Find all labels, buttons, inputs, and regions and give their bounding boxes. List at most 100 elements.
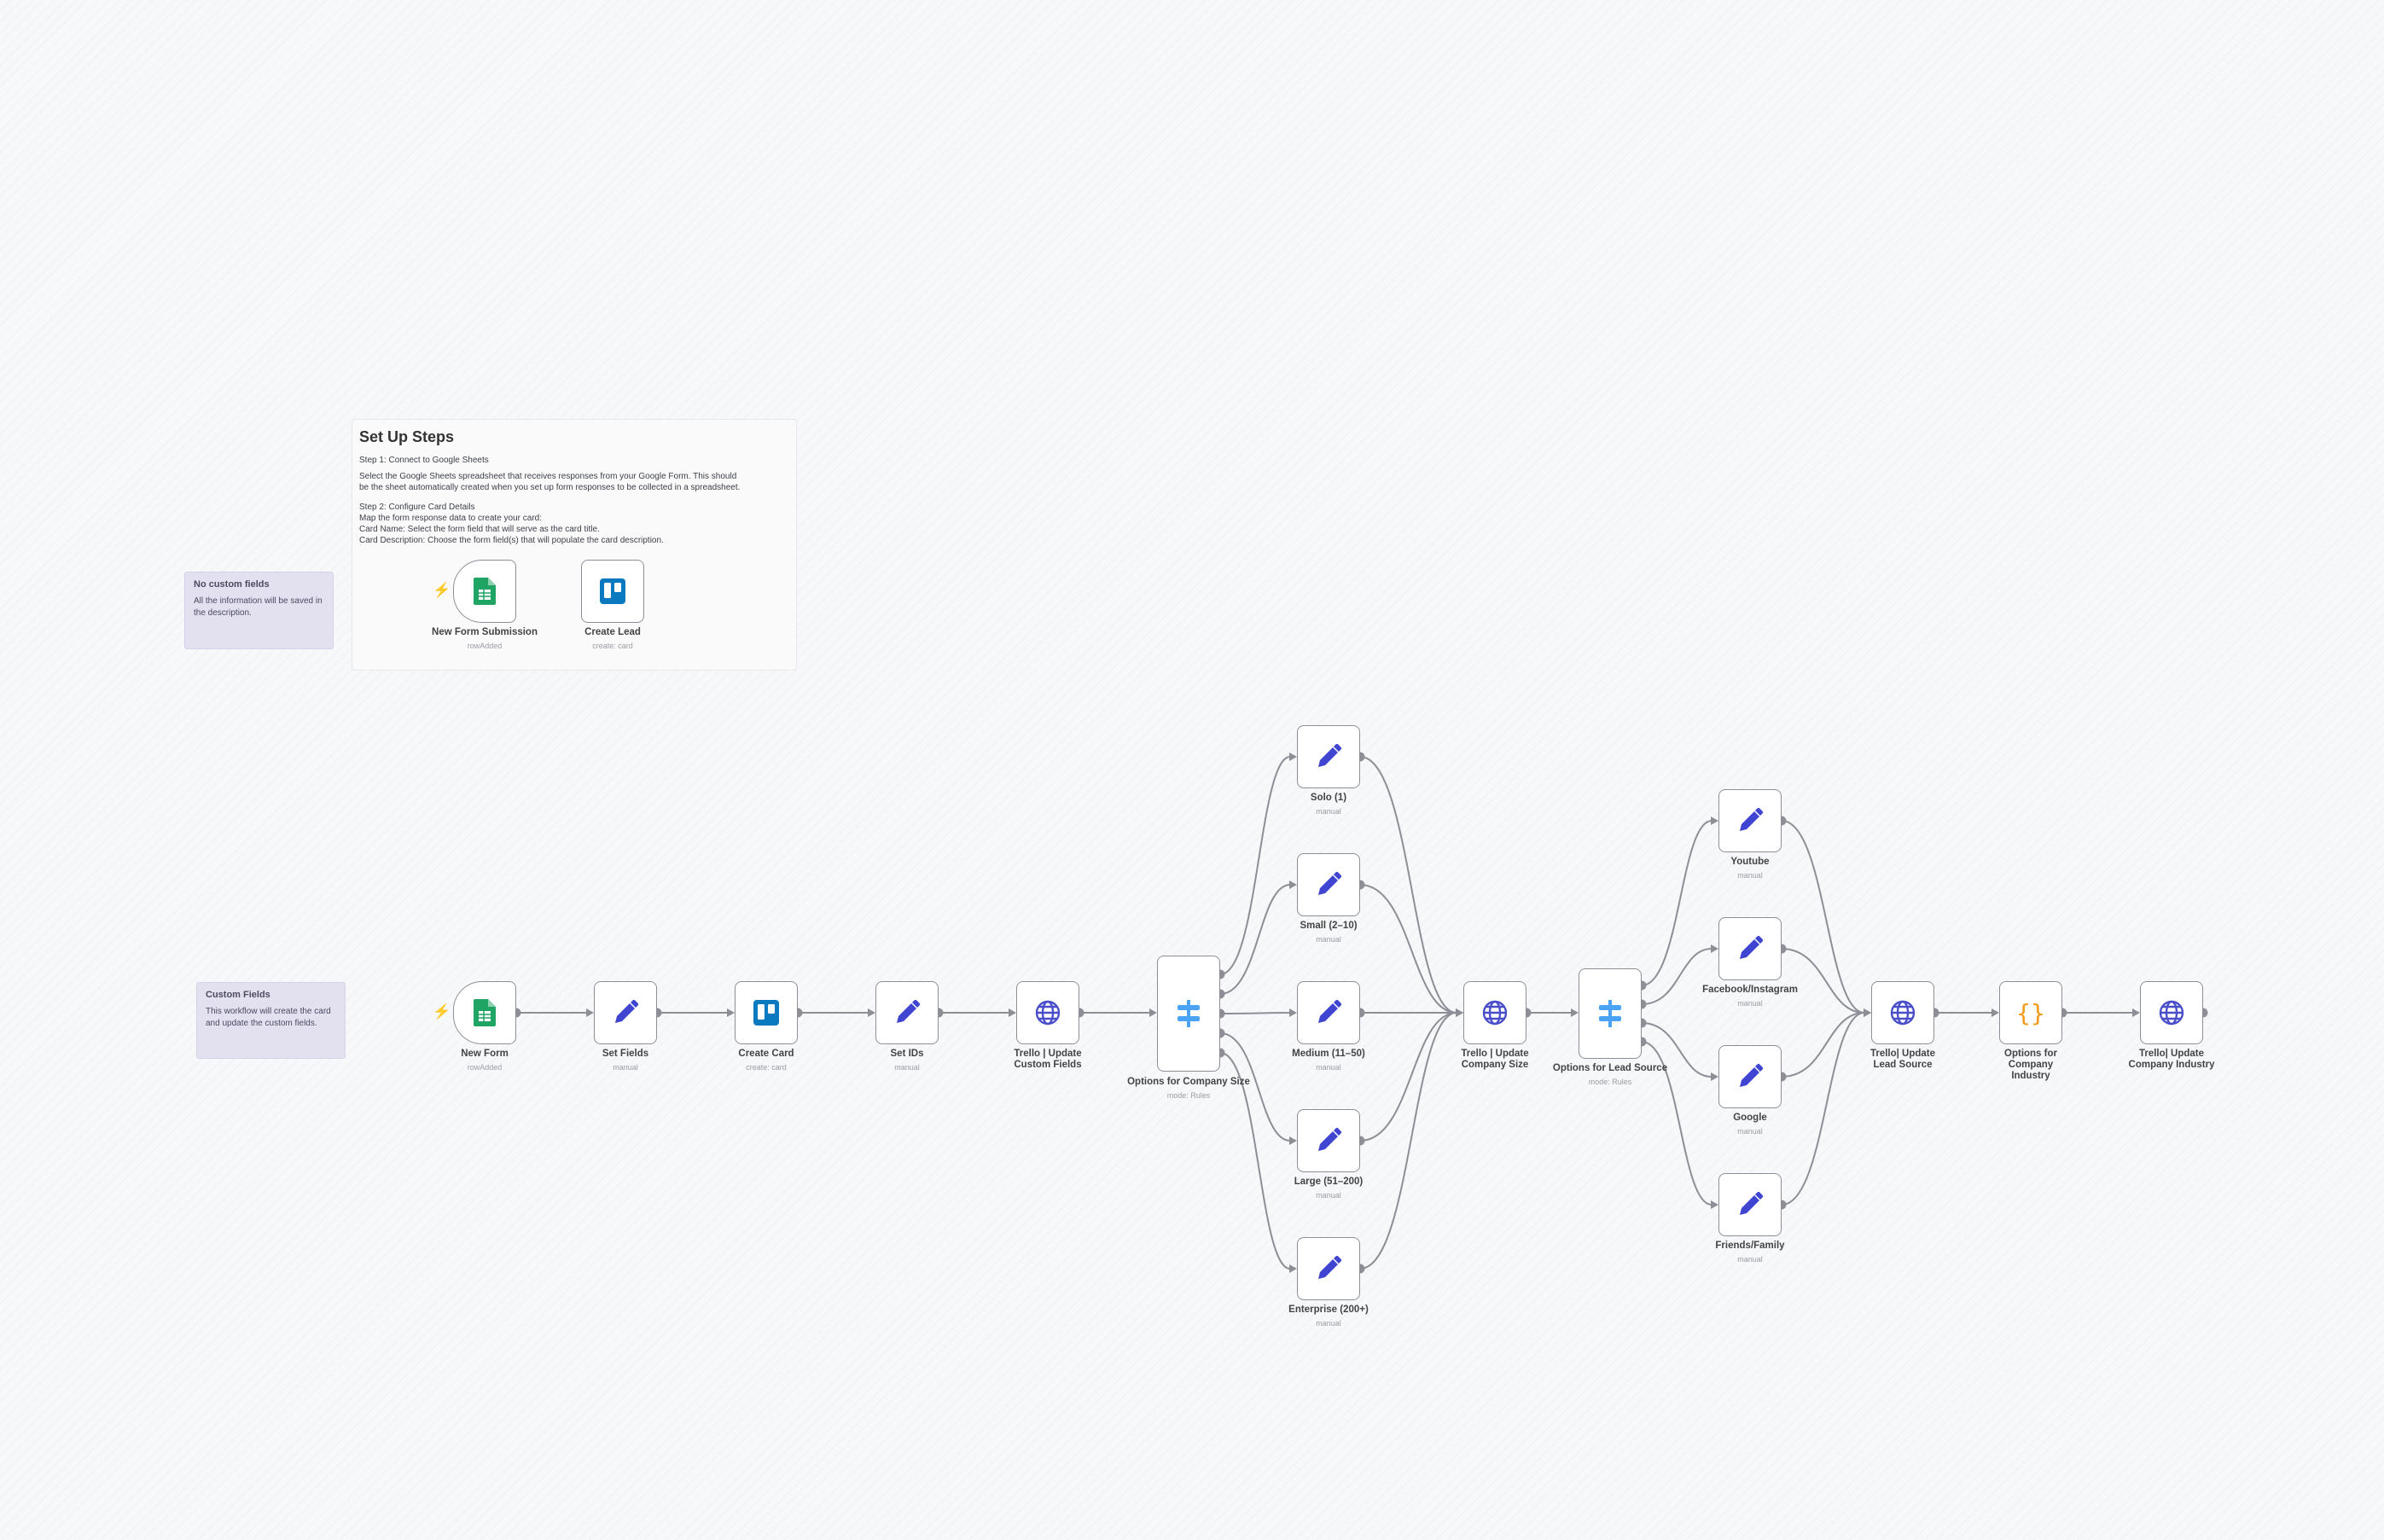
node-label: Options for Company Size mode: Rules xyxy=(1112,1077,1265,1100)
connection-line xyxy=(1641,1041,1712,1206)
node-label: Options for Lead Source mode: Rules xyxy=(1533,1063,1687,1086)
trello-icon xyxy=(600,578,625,604)
switch-icon xyxy=(1599,1000,1621,1027)
connection-arrow xyxy=(1711,816,1718,825)
connection-arrow xyxy=(1711,944,1718,953)
node-subtitle: manual xyxy=(1737,1255,1763,1264)
node-options-company-size[interactable] xyxy=(1157,956,1220,1072)
node-label: Large (51–200) manual xyxy=(1252,1177,1405,1200)
node-subtitle: rowAdded xyxy=(467,642,503,650)
node-new-form[interactable] xyxy=(453,981,516,1044)
node-solo[interactable] xyxy=(1297,725,1360,788)
node-facebook-instagram[interactable] xyxy=(1718,917,1782,980)
node-subtitle: manual xyxy=(1316,807,1341,816)
node-large[interactable] xyxy=(1297,1109,1360,1172)
connection-line xyxy=(1219,1012,1291,1014)
node-youtube[interactable] xyxy=(1718,789,1782,852)
node-label: Google manual xyxy=(1673,1113,1827,1136)
node-set-ids[interactable] xyxy=(875,981,939,1044)
pencil-icon xyxy=(1318,871,1342,895)
node-create-card[interactable] xyxy=(735,981,798,1044)
setup-line: Card Name: Select the form field that wi… xyxy=(359,525,600,534)
connection-line xyxy=(1641,1022,1712,1078)
setup-line: Step 1: Connect to Google Sheets xyxy=(359,456,489,465)
node-title: New Form Submission xyxy=(432,627,538,637)
node-new-form-submission[interactable] xyxy=(453,560,516,623)
node-title: Options for Company Industry xyxy=(2004,1049,2057,1081)
pencil-icon xyxy=(1740,1191,1764,1215)
node-trello-update-custom-fields[interactable] xyxy=(1016,981,1079,1044)
node-label: Youtube manual xyxy=(1673,857,1827,880)
setup-line: Step 2: Configure Card Details xyxy=(359,503,475,512)
setup-steps-note[interactable]: Set Up Steps Step 1: Connect to Google S… xyxy=(352,419,797,671)
node-set-fields[interactable] xyxy=(594,981,657,1044)
node-label: Set IDs manual xyxy=(830,1049,984,1072)
trigger-bolt-icon: ⚡ xyxy=(433,1003,451,1020)
pencil-icon xyxy=(615,999,639,1023)
node-label: Facebook/Instagram manual xyxy=(1673,985,1827,1008)
connection-line xyxy=(1641,948,1712,1005)
node-title: Facebook/Instagram xyxy=(1702,985,1798,995)
node-subtitle: create: card xyxy=(746,1063,787,1072)
node-title: Friends/Family xyxy=(1715,1241,1785,1251)
node-trello-update-company-size[interactable] xyxy=(1463,981,1526,1044)
note-description: All the information will be saved in the… xyxy=(194,596,323,618)
node-title: Large (51–200) xyxy=(1294,1177,1364,1187)
connection-arrow xyxy=(1711,1072,1718,1081)
node-options-company-industry[interactable]: {} xyxy=(1999,981,2062,1044)
node-subtitle: manual xyxy=(1737,871,1763,880)
node-small[interactable] xyxy=(1297,853,1360,916)
node-label: Enterprise (200+) manual xyxy=(1252,1305,1405,1328)
node-subtitle: manual xyxy=(1316,1063,1341,1072)
setup-steps-title: Set Up Steps xyxy=(359,428,455,445)
node-label: Medium (11–50) manual xyxy=(1252,1049,1405,1072)
node-medium[interactable] xyxy=(1297,981,1360,1044)
node-trello-update-lead-source[interactable] xyxy=(1871,981,1934,1044)
node-subtitle: manual xyxy=(613,1063,638,1072)
node-title: Create Lead xyxy=(584,627,641,637)
connection-arrow xyxy=(727,1008,735,1017)
node-subtitle: manual xyxy=(1737,1127,1763,1136)
connection-arrow xyxy=(1456,1008,1463,1017)
setup-line: be the sheet automatically created when … xyxy=(359,483,741,492)
node-trello-update-company-industry[interactable] xyxy=(2140,981,2203,1044)
note-description: This workflow will create the card and u… xyxy=(206,1007,331,1028)
switch-icon xyxy=(1177,1000,1200,1027)
node-google[interactable] xyxy=(1718,1045,1782,1108)
no-custom-fields-note[interactable]: No custom fields All the information wil… xyxy=(184,572,334,649)
node-title: Enterprise (200+) xyxy=(1288,1305,1369,1315)
setup-line: Select the Google Sheets spreadsheet tha… xyxy=(359,472,737,481)
node-title: Create Card xyxy=(738,1049,794,1059)
node-title: Trello | Update Custom Fields xyxy=(1014,1049,1082,1070)
node-title: New Form xyxy=(461,1049,509,1059)
connection-line xyxy=(1641,820,1712,986)
connection-arrow xyxy=(868,1008,875,1017)
node-label: Create Card create: card xyxy=(689,1049,843,1072)
node-subtitle: create: card xyxy=(592,642,633,650)
setup-line: Card Description: Choose the form field(… xyxy=(359,536,664,545)
node-create-lead[interactable] xyxy=(581,560,644,623)
google-sheets-icon xyxy=(474,999,496,1026)
custom-fields-note[interactable]: Custom Fields This workflow will create … xyxy=(196,982,346,1059)
connection-line xyxy=(1359,1012,1457,1270)
pencil-icon xyxy=(1740,1063,1764,1087)
connection-arrow xyxy=(1289,1008,1297,1017)
google-sheets-icon xyxy=(474,578,496,605)
node-enterprise[interactable] xyxy=(1297,1237,1360,1300)
connection-arrow xyxy=(1571,1008,1579,1017)
svg-text:{}: {} xyxy=(2016,999,2045,1026)
node-label: Small (2–10) manual xyxy=(1252,921,1405,944)
node-friends-family[interactable] xyxy=(1718,1173,1782,1236)
connection-line xyxy=(1359,1012,1457,1142)
pencil-icon xyxy=(897,999,921,1023)
globe-icon xyxy=(1482,1000,1508,1026)
node-label: Friends/Family manual xyxy=(1673,1241,1827,1264)
node-label: Options for Company Industry xyxy=(1954,1049,2108,1082)
pencil-icon xyxy=(1318,1255,1342,1279)
node-title: Options for Lead Source xyxy=(1552,1063,1668,1073)
node-options-lead-source[interactable] xyxy=(1579,968,1642,1059)
node-title: Youtube xyxy=(1730,857,1770,867)
node-label: Trello| Update Lead Source xyxy=(1826,1049,1980,1071)
